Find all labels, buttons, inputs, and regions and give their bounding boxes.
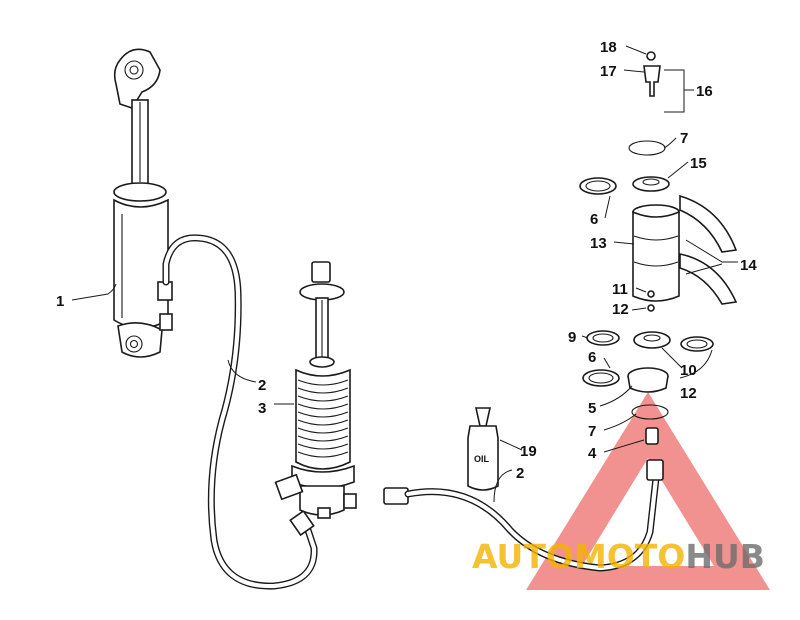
valve-stack [579,51,738,445]
callout-5: 5 [588,400,596,417]
remote-reservoir [274,261,357,519]
callout-10: 10 [680,362,697,379]
oil-bottle: OIL [467,407,499,491]
callout-12-left: 12 [612,301,629,318]
oil-bottle-label: OIL [474,454,490,464]
callout-9: 9 [568,329,576,346]
callout-6-upper: 6 [590,211,598,228]
callout-11: 11 [612,281,628,298]
watermark-text-automoto: AUTOMOTO [472,537,685,576]
shock-absorber-cylinder [113,48,173,358]
watermark-triangle [526,392,770,590]
callout-17: 17 [600,63,617,80]
callout-7-lower: 7 [588,423,596,440]
callout-7-upper: 7 [680,130,688,147]
callout-19: 19 [520,443,537,460]
callout-6-lower: 6 [588,349,596,366]
callout-2-lower: 2 [516,465,524,482]
hydraulic-hose-left [162,234,318,590]
callout-12-right: 12 [680,385,697,402]
reservoir-coil [297,379,349,458]
callout-2-upper: 2 [258,377,266,394]
callout-15: 15 [690,155,707,172]
leader-lines [71,45,738,503]
callouts: 1 2 2 3 4 5 6 6 7 7 9 10 11 12 12 13 14 … [56,39,757,482]
svg-text:AUTOMOTOHUB: AUTOMOTOHUB [472,537,765,576]
watermark-logo: AUTOMOTOHUB [472,537,765,576]
callout-14: 14 [740,257,757,274]
callout-3: 3 [258,400,266,417]
callout-13: 13 [590,235,607,252]
callout-16: 16 [696,83,713,100]
watermark-text-hub: HUB [685,537,765,576]
callout-18: 18 [600,39,617,56]
callout-1: 1 [56,293,64,310]
callout-4: 4 [588,445,597,462]
hydraulic-hose-right [383,459,664,572]
